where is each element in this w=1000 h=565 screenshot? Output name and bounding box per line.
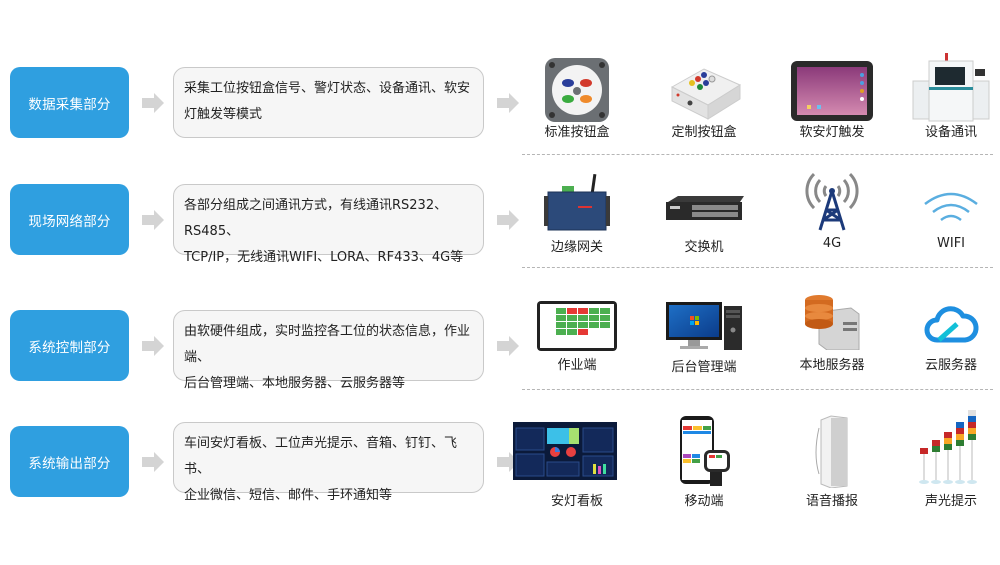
row-field-network: 现场网络部分 各部分组成之间通讯方式，有线通讯RS232、RS485、 TCP/… xyxy=(0,172,1000,304)
button-box-icon xyxy=(545,58,609,122)
description-box: 车间安灯看板、工位声光提示、音箱、钉钉、飞书、 企业微信、短信、邮件、手环通知等 xyxy=(173,422,484,503)
product-cloud-server: 云服务器 xyxy=(891,300,1000,373)
product-switch: 交换机 xyxy=(644,172,764,255)
product-operator-terminal: 作业端 xyxy=(517,300,637,373)
custom-button-box-icon xyxy=(670,68,742,120)
description-line: 车间安灯看板、工位声光提示、音箱、钉钉、飞书、 xyxy=(184,436,458,477)
arrow-right-icon xyxy=(497,210,519,230)
description-line: 采集工位按钮盒信号、警灯状态、设备通讯、软安 xyxy=(184,81,471,96)
product-label: 4G xyxy=(822,236,842,251)
description-line: TCP/IP，无线通讯WIFI、LORA、RF433、4G等 xyxy=(184,250,464,265)
arrow-right-icon xyxy=(142,93,164,113)
product-list: 作业端 后台管理端 xyxy=(522,295,994,420)
gateway-icon xyxy=(544,173,610,231)
machine-icon xyxy=(912,53,990,122)
product-list: 边缘网关 交换机 4G xyxy=(522,172,994,292)
desktop-icon xyxy=(666,302,742,350)
description-box: 由软硬件组成，实时监控各工位的状态信息，作业端、 后台管理端、本地服务器、云服务… xyxy=(173,310,484,391)
product-label: 作业端 xyxy=(557,358,597,373)
product-label: 本地服务器 xyxy=(799,358,865,373)
switch-icon xyxy=(666,196,744,220)
product-label: 软安灯触发 xyxy=(799,125,865,140)
tower-light-icon xyxy=(919,410,977,484)
category-system-output: 系统输出部分 xyxy=(10,426,129,497)
product-label: 交换机 xyxy=(684,240,724,255)
divider xyxy=(522,154,993,155)
product-edge-gateway: 边缘网关 xyxy=(517,172,637,255)
product-label: 定制按钮盒 xyxy=(671,125,737,140)
product-mobile: 移动端 xyxy=(644,414,764,509)
product-label: WIFI xyxy=(937,236,965,251)
product-standard-button-box: 标准按钮盒 xyxy=(517,57,637,140)
product-local-server: 本地服务器 xyxy=(772,295,892,373)
category-data-collection: 数据采集部分 xyxy=(10,67,129,138)
mobile-icon xyxy=(680,416,730,486)
product-label: 后台管理端 xyxy=(671,360,737,375)
row-data-collection: 数据采集部分 采集工位按钮盒信号、警灯状态、设备通讯、软安 灯触发等模式 标准按… xyxy=(0,53,1000,187)
description-box: 各部分组成之间通讯方式，有线通讯RS232、RS485、 TCP/IP，无线通讯… xyxy=(173,184,484,265)
row-system-control: 系统控制部分 由软硬件组成，实时监控各工位的状态信息，作业端、 后台管理端、本地… xyxy=(0,295,1000,430)
arrow-right-icon xyxy=(497,93,519,113)
product-device-communication: 设备通讯 xyxy=(891,53,1000,140)
row-system-output: 系统输出部分 车间安灯看板、工位声光提示、音箱、钉钉、飞书、 企业微信、短信、邮… xyxy=(0,410,1000,546)
arrow-right-icon xyxy=(142,336,164,356)
product-custom-button-box: 定制按钮盒 xyxy=(644,57,764,140)
divider xyxy=(522,389,993,390)
product-label: 语音播报 xyxy=(805,494,858,509)
terminal-icon xyxy=(537,301,617,351)
divider xyxy=(522,267,993,268)
description-line: 企业微信、短信、邮件、手环通知等 xyxy=(184,488,393,503)
arrow-right-icon xyxy=(142,210,164,230)
category-system-control: 系统控制部分 xyxy=(10,310,129,381)
arrow-right-icon xyxy=(497,336,519,356)
description-line: 后台管理端、本地服务器、云服务器等 xyxy=(184,376,406,391)
product-label: 云服务器 xyxy=(924,358,977,373)
tablet-icon xyxy=(791,61,873,121)
description-line: 各部分组成之间通讯方式，有线通讯RS232、RS485、 xyxy=(184,198,448,239)
product-soft-andon: 软安灯触发 xyxy=(772,57,892,140)
description-line: 灯触发等模式 xyxy=(184,107,263,122)
cloud-icon xyxy=(924,306,979,343)
product-label: 边缘网关 xyxy=(550,240,603,255)
wifi-icon xyxy=(924,192,978,222)
server-icon xyxy=(805,295,860,350)
product-voice-broadcast: 语音播报 xyxy=(772,414,892,509)
description-box: 采集工位按钮盒信号、警灯状态、设备通讯、软安 灯触发等模式 xyxy=(173,67,484,138)
speaker-icon xyxy=(815,415,848,488)
product-label: 安灯看板 xyxy=(550,494,603,509)
product-andon-board: 安灯看板 xyxy=(513,414,637,509)
product-list: 安灯看板 移动端 语音播报 xyxy=(513,410,994,534)
product-label: 移动端 xyxy=(684,494,724,509)
tower-icon xyxy=(805,172,859,231)
product-admin-console: 后台管理端 xyxy=(644,300,764,375)
product-label: 声光提示 xyxy=(924,494,977,509)
product-label: 标准按钮盒 xyxy=(544,125,610,140)
category-field-network: 现场网络部分 xyxy=(10,184,129,255)
product-wifi: WIFI xyxy=(891,172,1000,251)
product-label: 设备通讯 xyxy=(924,125,977,140)
product-sound-light-alarm: 声光提示 xyxy=(891,410,1000,509)
description-line: 由软硬件组成，实时监控各工位的状态信息，作业端、 xyxy=(184,324,471,365)
product-4g: 4G xyxy=(772,172,892,251)
product-list: 标准按钮盒 定制按钮盒 软 xyxy=(522,53,994,177)
arrow-right-icon xyxy=(142,452,164,472)
dashboard-icon xyxy=(513,422,617,480)
